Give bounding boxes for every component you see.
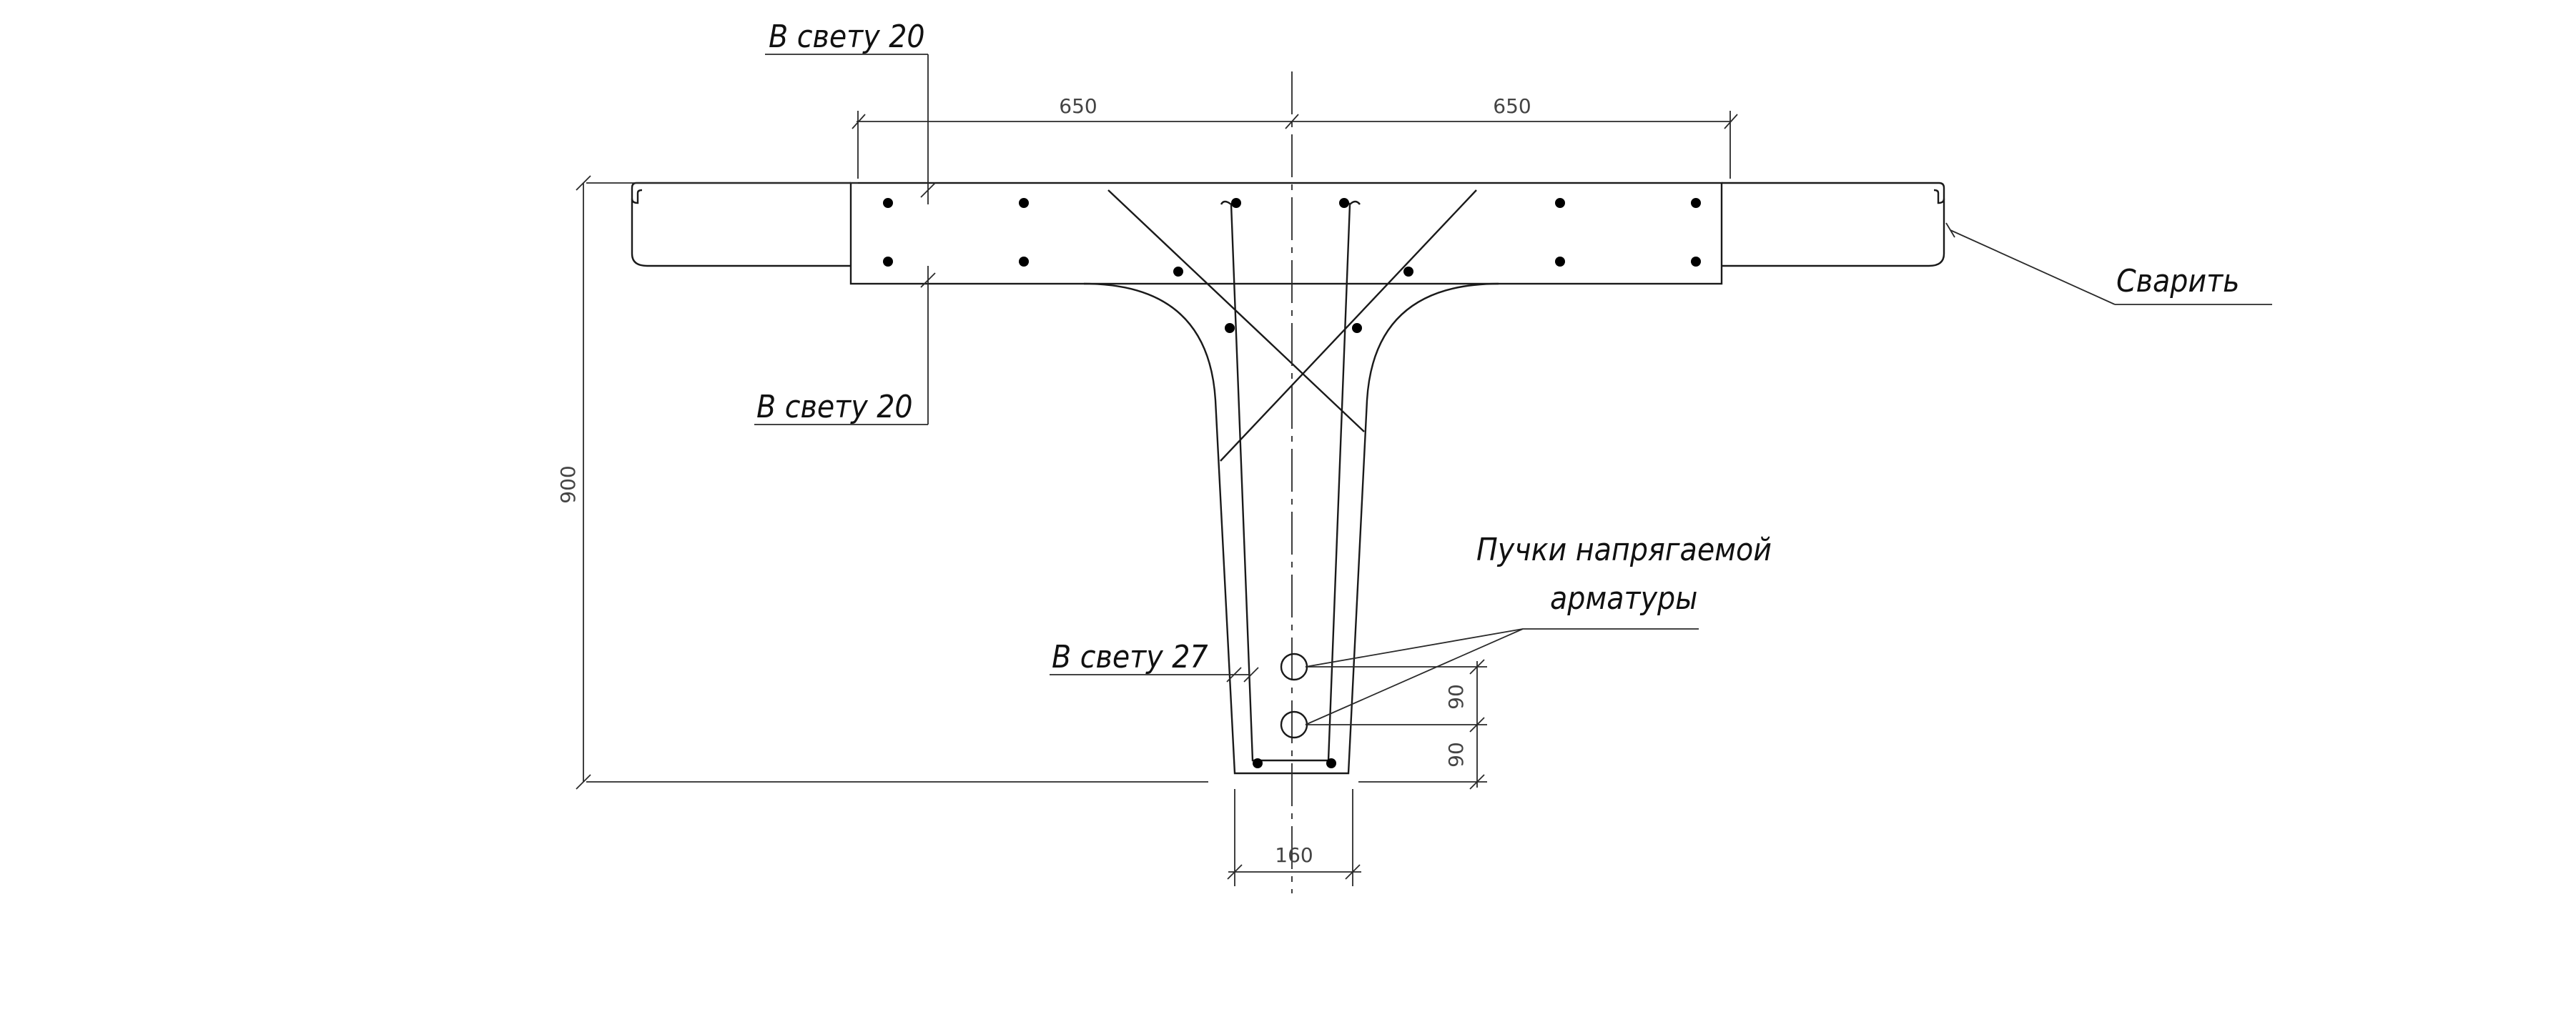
rebar-bar [1326, 758, 1336, 768]
rebar-bar [1352, 323, 1362, 333]
leader-clear-bottom [754, 266, 936, 425]
label-tendons-line2: арматуры [1550, 580, 1697, 617]
rebar-bar [1019, 198, 1029, 208]
rebar-bar [1253, 758, 1263, 768]
web-width-dimension [1227, 789, 1361, 886]
rebar-bar [1555, 257, 1565, 267]
dim-flange-right: 650 [1493, 94, 1531, 118]
rebar-bar [1231, 198, 1241, 208]
top-dimension [852, 111, 1738, 179]
rebar-bar [1691, 257, 1701, 267]
dim-tendon-spacing-upper: 90 [1444, 684, 1468, 710]
flange-left-part [631, 182, 851, 204]
rebar-bar [1019, 257, 1029, 267]
dim-web-bottom-width: 160 [1275, 843, 1313, 867]
reinforcement-cage-box [849, 182, 1723, 285]
rebar-bar [1691, 198, 1701, 208]
rebar-bar [1339, 198, 1349, 208]
leader-clear-top [765, 54, 936, 204]
web-and-fillets [1083, 282, 1499, 775]
leader-clear-web [1050, 667, 1259, 683]
beam-outline [631, 182, 1945, 775]
label-clear-bottom: В свету 20 [756, 389, 913, 425]
label-clear-top: В свету 20 [769, 19, 925, 55]
rebar-bar [883, 257, 893, 267]
dim-tendon-spacing-lower: 90 [1444, 742, 1468, 768]
diagonal-link-left [1107, 189, 1365, 432]
tendon-duct-upper [1280, 653, 1308, 681]
web-stirrup [1220, 200, 1361, 762]
diagonal-link-right [1220, 189, 1477, 462]
label-clear-web: В свету 27 [1052, 639, 1208, 675]
height-dimension [576, 175, 1208, 790]
label-weld: Сварить [2116, 263, 2239, 299]
dim-height: 900 [556, 465, 580, 503]
tendon-duct-lower [1280, 710, 1308, 739]
tendon-spacing-dimension [1306, 659, 1487, 790]
leader-tendons [1305, 628, 1699, 725]
rebar-bar [1555, 198, 1565, 208]
rebar-bar [883, 198, 893, 208]
rebar-bars [883, 198, 1701, 768]
label-tendons-line1: Пучки напрягаемой [1476, 532, 1772, 568]
leader-weld [1945, 222, 2272, 305]
rebar-bar [1173, 267, 1183, 277]
dim-flange-left: 650 [1059, 94, 1097, 118]
rebar-bar [1403, 267, 1413, 277]
rebar-bar [1225, 323, 1235, 333]
